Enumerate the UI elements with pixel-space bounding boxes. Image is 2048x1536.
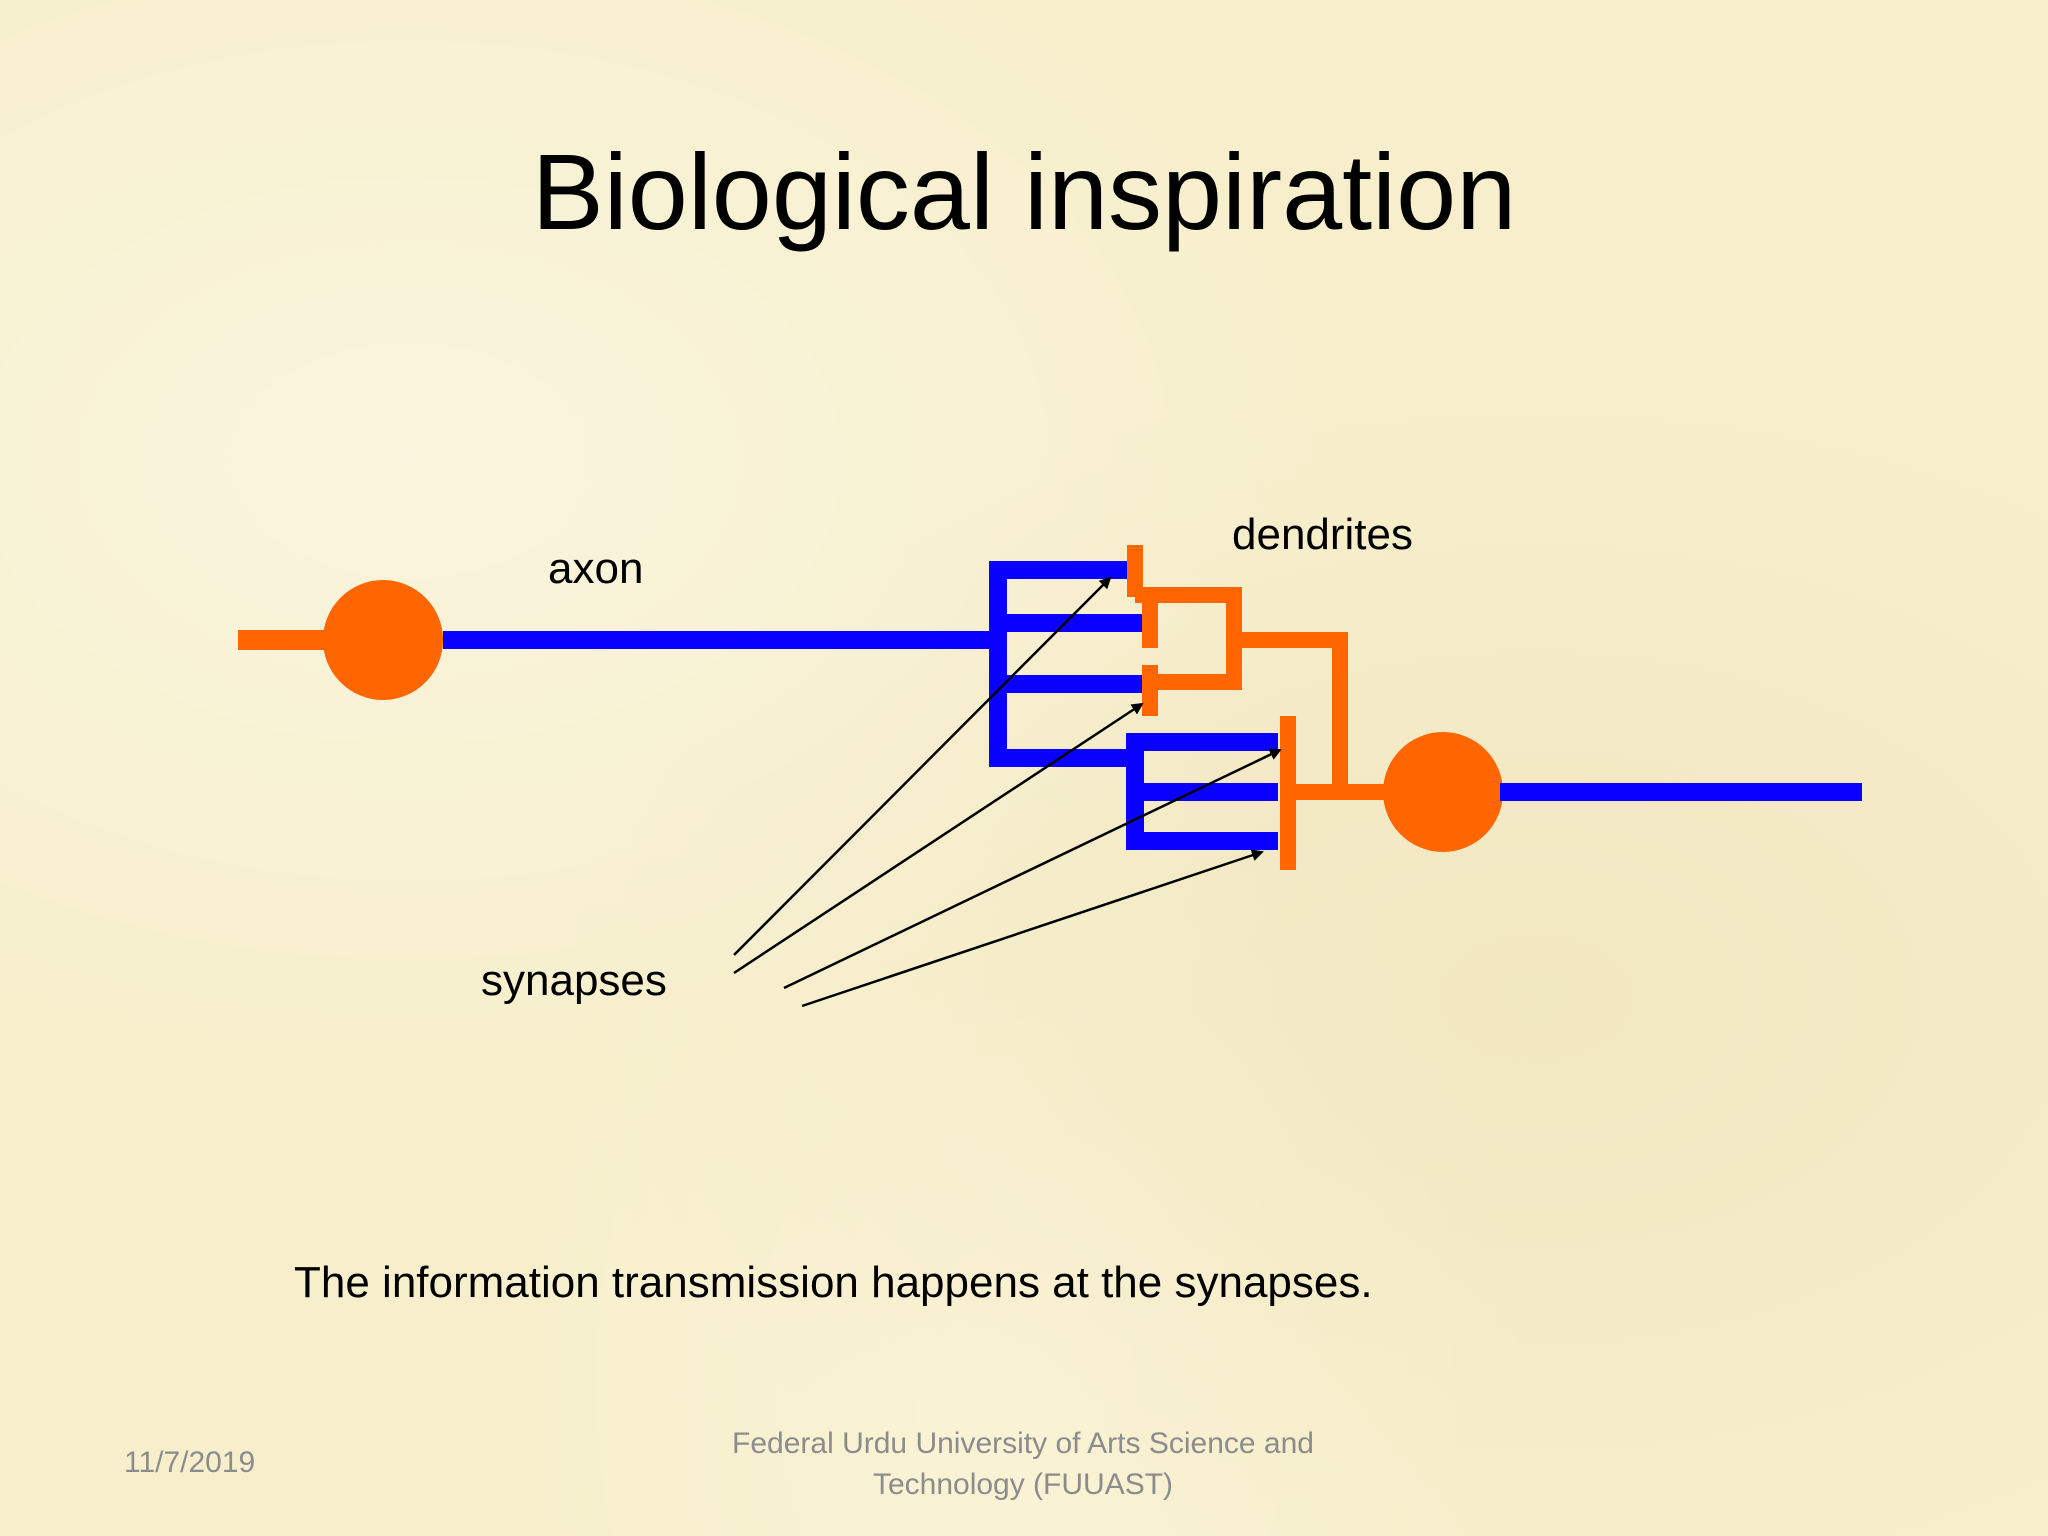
right-neuron-cell-body [1383,732,1503,852]
footer-organization-line2: Technology (FUUAST) [872,1467,1174,1501]
dendrites-label: dendrites [1232,510,1414,559]
slide-title: Biological inspiration [531,131,1517,252]
axon-label: axon [548,544,644,593]
right-neuron [1383,732,1862,852]
synapses-label: synapses [481,956,667,1005]
dendrites [1127,545,1385,870]
footer-organization-line1: Federal Urdu University of Arts Science … [732,1427,1314,1460]
dendrite-branch-upper [1135,587,1242,690]
dendrite-trunk [1242,632,1348,792]
synapse-arrow-1 [733,576,1112,956]
slide-caption: The information transmission happens at … [294,1258,1373,1307]
synapse-arrow-3 [783,748,1282,990]
left-neuron-cell-body [323,580,443,700]
footer-date: 11/7/2019 [124,1446,256,1479]
synapse-arrow-2 [733,702,1144,975]
synapse-arrows [733,576,1282,1008]
footer-organization: Federal Urdu University of Arts Science … [680,1424,1366,1505]
left-neuron [238,580,443,700]
axon [443,561,1278,850]
axon-terminal-branches [989,561,1142,767]
synapse-arrow-4 [801,849,1264,1008]
